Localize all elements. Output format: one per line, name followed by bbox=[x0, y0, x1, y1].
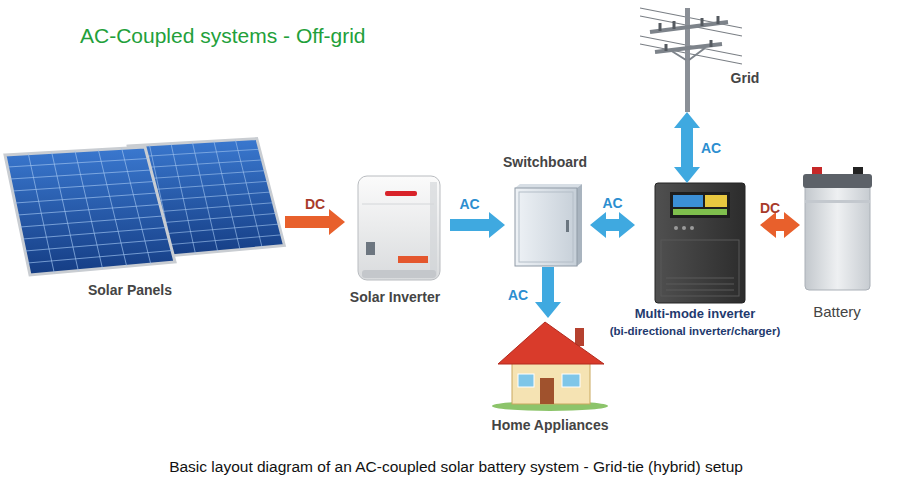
inverter-body bbox=[358, 176, 440, 280]
switchboard-door bbox=[519, 192, 573, 262]
inverter-tag bbox=[398, 256, 428, 263]
battery-terminal bbox=[853, 167, 863, 175]
component-node: Switchboard bbox=[505, 150, 590, 267]
switchboard-body bbox=[515, 188, 577, 266]
inverter-logo bbox=[385, 191, 417, 196]
component-node: Home Appliances bbox=[480, 318, 625, 436]
flow-label: AC bbox=[602, 195, 622, 211]
component-node: Grid bbox=[640, 5, 765, 112]
component-label: Multi-mode inverter bbox=[635, 306, 756, 321]
switchboard-top bbox=[515, 184, 582, 188]
component-node: Solar Panels bbox=[0, 125, 285, 305]
multimode-body bbox=[655, 183, 745, 303]
multimode-screen bbox=[705, 195, 727, 207]
house-chimney bbox=[575, 328, 584, 346]
multimode-button bbox=[690, 226, 694, 230]
flow-label: AC bbox=[701, 140, 721, 156]
pole-insulator bbox=[660, 16, 718, 51]
inverter-base bbox=[362, 270, 436, 278]
switchboard-side bbox=[577, 184, 582, 266]
solar-panel bbox=[5, 147, 175, 275]
pole-brace bbox=[670, 48, 705, 60]
multimode-vent bbox=[666, 278, 734, 290]
flow-arrow bbox=[535, 267, 561, 318]
multimode-screen bbox=[673, 209, 727, 215]
flow-arrow bbox=[674, 112, 700, 183]
power-wire bbox=[640, 8, 742, 64]
switchboard-handle bbox=[566, 220, 569, 232]
multimode-screen bbox=[673, 195, 703, 207]
house-roof bbox=[498, 322, 604, 364]
component-label: Switchboard bbox=[503, 154, 587, 170]
multimode-panel bbox=[661, 240, 739, 296]
inverter-side bbox=[430, 182, 437, 276]
component-node: Battery bbox=[800, 165, 875, 320]
battery-band bbox=[805, 200, 870, 203]
component-label: Home Appliances bbox=[492, 417, 609, 433]
house-window bbox=[562, 374, 580, 387]
flow-label: DC bbox=[305, 196, 325, 212]
house-wall bbox=[512, 360, 590, 404]
flow-label: AC bbox=[459, 196, 479, 212]
component-label: Grid bbox=[731, 70, 760, 86]
pole-crossarm bbox=[650, 22, 728, 52]
flow-label: AC bbox=[508, 287, 528, 303]
diagram-title: AC-Coupled systems - Off-grid bbox=[80, 24, 366, 48]
flow-arrow bbox=[590, 212, 635, 238]
component-label: Battery bbox=[813, 303, 861, 320]
diagram-caption: Basic layout diagram of an AC-coupled so… bbox=[0, 458, 912, 476]
flow-arrow bbox=[450, 212, 505, 238]
house-window bbox=[518, 374, 534, 387]
component-node: Solar Inverter bbox=[345, 172, 450, 305]
flow-label: DC bbox=[760, 200, 780, 216]
inverter-seam bbox=[362, 204, 434, 205]
battery-terminal bbox=[812, 167, 822, 175]
battery-body bbox=[805, 180, 870, 290]
component-label: (bi-directional inverter/charger) bbox=[610, 325, 781, 337]
multimode-button bbox=[674, 226, 678, 230]
component-label: Solar Inverter bbox=[350, 289, 440, 305]
battery-lid bbox=[803, 174, 872, 188]
flow-arrow bbox=[285, 209, 345, 235]
multimode-button bbox=[682, 226, 686, 230]
multimode-screen-frame bbox=[670, 192, 730, 218]
component-node: Multi-mode inverter(bi-directional inver… bbox=[635, 183, 760, 343]
inverter-display bbox=[366, 242, 375, 255]
house-door bbox=[540, 378, 554, 404]
component-label: Solar Panels bbox=[88, 282, 172, 298]
